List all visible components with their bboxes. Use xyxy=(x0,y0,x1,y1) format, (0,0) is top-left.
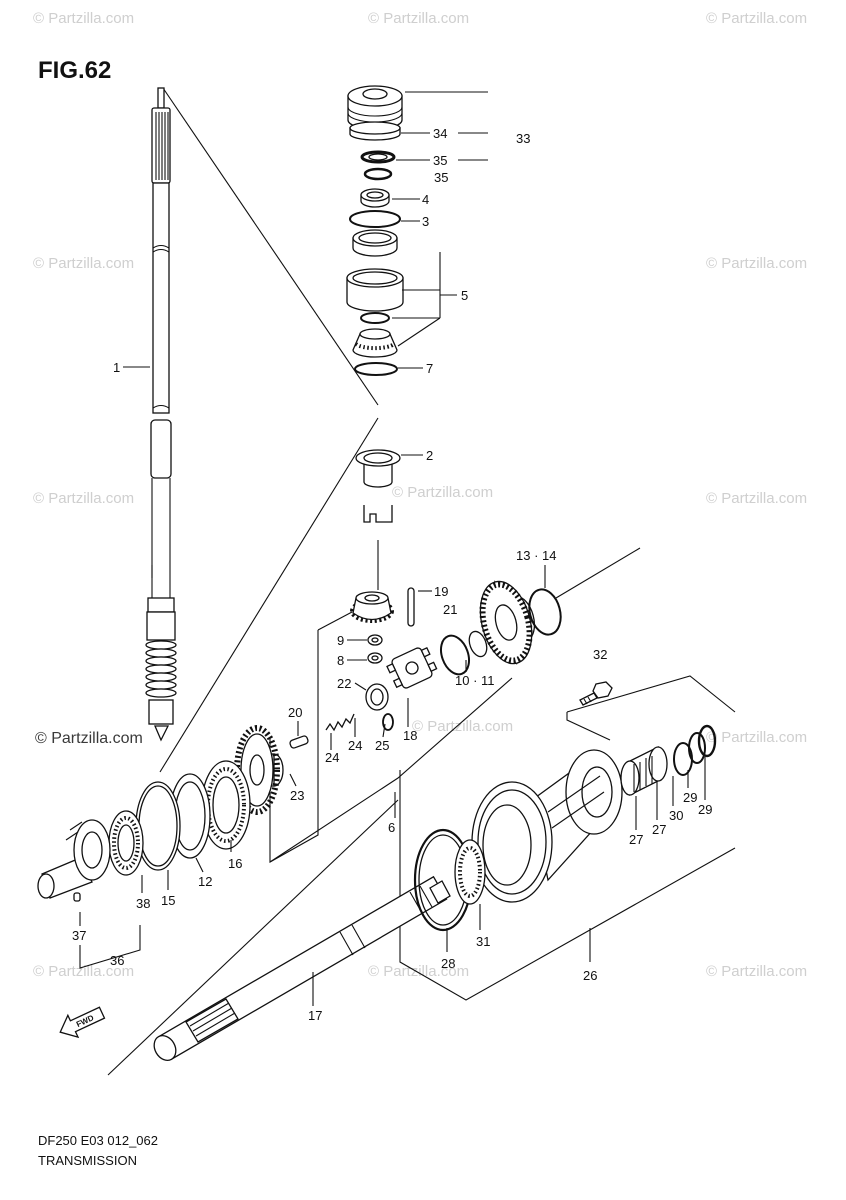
callout-30: 30 xyxy=(669,808,683,823)
callout-29: 29 xyxy=(698,802,712,817)
part-34-seal xyxy=(349,121,401,141)
callout-5: 5 xyxy=(461,288,468,303)
callout-6: 6 xyxy=(388,820,395,835)
callout-17: 17 xyxy=(308,1008,322,1023)
callout-33: 33 xyxy=(516,131,530,146)
bearing-race xyxy=(352,229,398,257)
watermark: © Partzilla.com xyxy=(368,963,469,980)
callout-labels: 1 34 33 35 35 4 3 5 7 2 13 · 14 19 21 9 … xyxy=(72,126,712,1023)
callout-1: 1 xyxy=(113,360,120,375)
part-19-pin xyxy=(407,587,415,627)
part-13-14-ring xyxy=(528,588,562,636)
part-15-shim xyxy=(135,781,181,871)
part-35-bearing xyxy=(360,150,396,181)
watermark: © Partzilla.com xyxy=(706,729,807,746)
figure-title: FIG.62 xyxy=(38,57,111,84)
callout-15: 15 xyxy=(161,893,175,908)
callout-7: 7 xyxy=(426,361,433,376)
callout-4: 4 xyxy=(422,192,429,207)
callout-27: 27 xyxy=(629,832,643,847)
watermark: © Partzilla.com xyxy=(392,484,493,501)
part-24-spring xyxy=(325,713,355,732)
callout-34: 34 xyxy=(433,126,447,141)
watermark: © Partzilla.com xyxy=(33,10,134,27)
callout-9: 9 xyxy=(337,633,344,648)
callout-38: 38 xyxy=(136,896,150,911)
callout-24: 24 xyxy=(325,750,339,765)
watermark: © Partzilla.com xyxy=(706,963,807,980)
callout-22: 22 xyxy=(337,676,351,691)
watermark: © Partzilla.com xyxy=(33,963,134,980)
callout-27: 27 xyxy=(652,822,666,837)
forward-arrow-icon: FWD xyxy=(59,1006,106,1039)
part-16-needle-bearing xyxy=(201,760,251,850)
watermark: © Partzilla.com xyxy=(706,490,807,507)
callout-36: 36 xyxy=(110,953,124,968)
part-17-propeller-shaft xyxy=(153,875,451,1061)
watermark: © Partzilla.com xyxy=(33,490,134,507)
part-22-washer xyxy=(365,683,389,711)
callout-18: 18 xyxy=(403,728,417,743)
watermark: © Partzilla.com xyxy=(368,10,469,27)
watermark: © Partzilla.com xyxy=(706,10,807,27)
callout-31: 31 xyxy=(476,934,490,949)
callout-28: 28 xyxy=(441,956,455,971)
callout-23: 23 xyxy=(290,788,304,803)
part-27-bearing xyxy=(620,745,668,797)
callout-3: 3 xyxy=(422,214,429,229)
part-25-ring xyxy=(382,713,394,731)
callout-8: 8 xyxy=(337,653,344,668)
part-31-bearing xyxy=(454,839,486,905)
part-13-14-forward-gear xyxy=(479,580,536,666)
callout-24: 24 xyxy=(348,738,362,753)
callout-25: 25 xyxy=(375,738,389,753)
part-2-bushing xyxy=(355,449,401,523)
part-20-pin xyxy=(289,735,309,749)
callout-20: 20 xyxy=(288,705,302,720)
part-8-washer xyxy=(367,652,383,664)
part-3-ring xyxy=(349,210,401,228)
part-7-snap-ring xyxy=(354,362,398,376)
callout-32: 32 xyxy=(593,647,607,662)
watermark: © Partzilla.com xyxy=(33,255,134,272)
part-38-bearing xyxy=(108,810,144,876)
part-5-bearing-cup xyxy=(346,268,404,358)
pinion-gear xyxy=(350,591,394,623)
callout-35: 35 xyxy=(433,153,447,168)
callout-35: 35 xyxy=(434,170,448,185)
callout-29: 29 xyxy=(683,790,697,805)
leader-lines xyxy=(79,91,706,1006)
part-1-drive-shaft xyxy=(145,87,177,742)
watermark: © Partzilla.com xyxy=(706,255,807,272)
callout-19: 19 xyxy=(434,584,448,599)
part-36-37-bearing-housing xyxy=(37,819,111,902)
group-boundary-lines xyxy=(79,87,736,1076)
figure-name: TRANSMISSION xyxy=(38,1153,137,1168)
part-32-bolt xyxy=(579,681,613,706)
callout-21: 21 xyxy=(443,602,457,617)
part-33-housing xyxy=(347,85,403,130)
callout-2: 2 xyxy=(426,448,433,463)
callout-12: 12 xyxy=(198,874,212,889)
part-29-seal xyxy=(688,724,717,764)
callout-26: 26 xyxy=(583,968,597,983)
part-18-clutch-dog xyxy=(386,646,438,689)
part-9-nut xyxy=(367,634,383,646)
watermark: © Partzilla.com xyxy=(412,718,513,735)
part-10-11-shim xyxy=(439,630,488,676)
figure-code: DF250 E03 012_062 xyxy=(38,1133,158,1148)
callout-13-14: 13 · 14 xyxy=(516,548,556,563)
watermarks: © Partzilla.com © Partzilla.com © Partzi… xyxy=(33,10,807,980)
part-26-gear-case xyxy=(471,749,623,903)
watermark: © Partzilla.com xyxy=(35,730,143,747)
callout-37: 37 xyxy=(72,928,86,943)
part-4-bearing xyxy=(360,188,390,208)
callout-10-11: 10 · 11 xyxy=(455,673,495,688)
callout-16: 16 xyxy=(228,856,242,871)
